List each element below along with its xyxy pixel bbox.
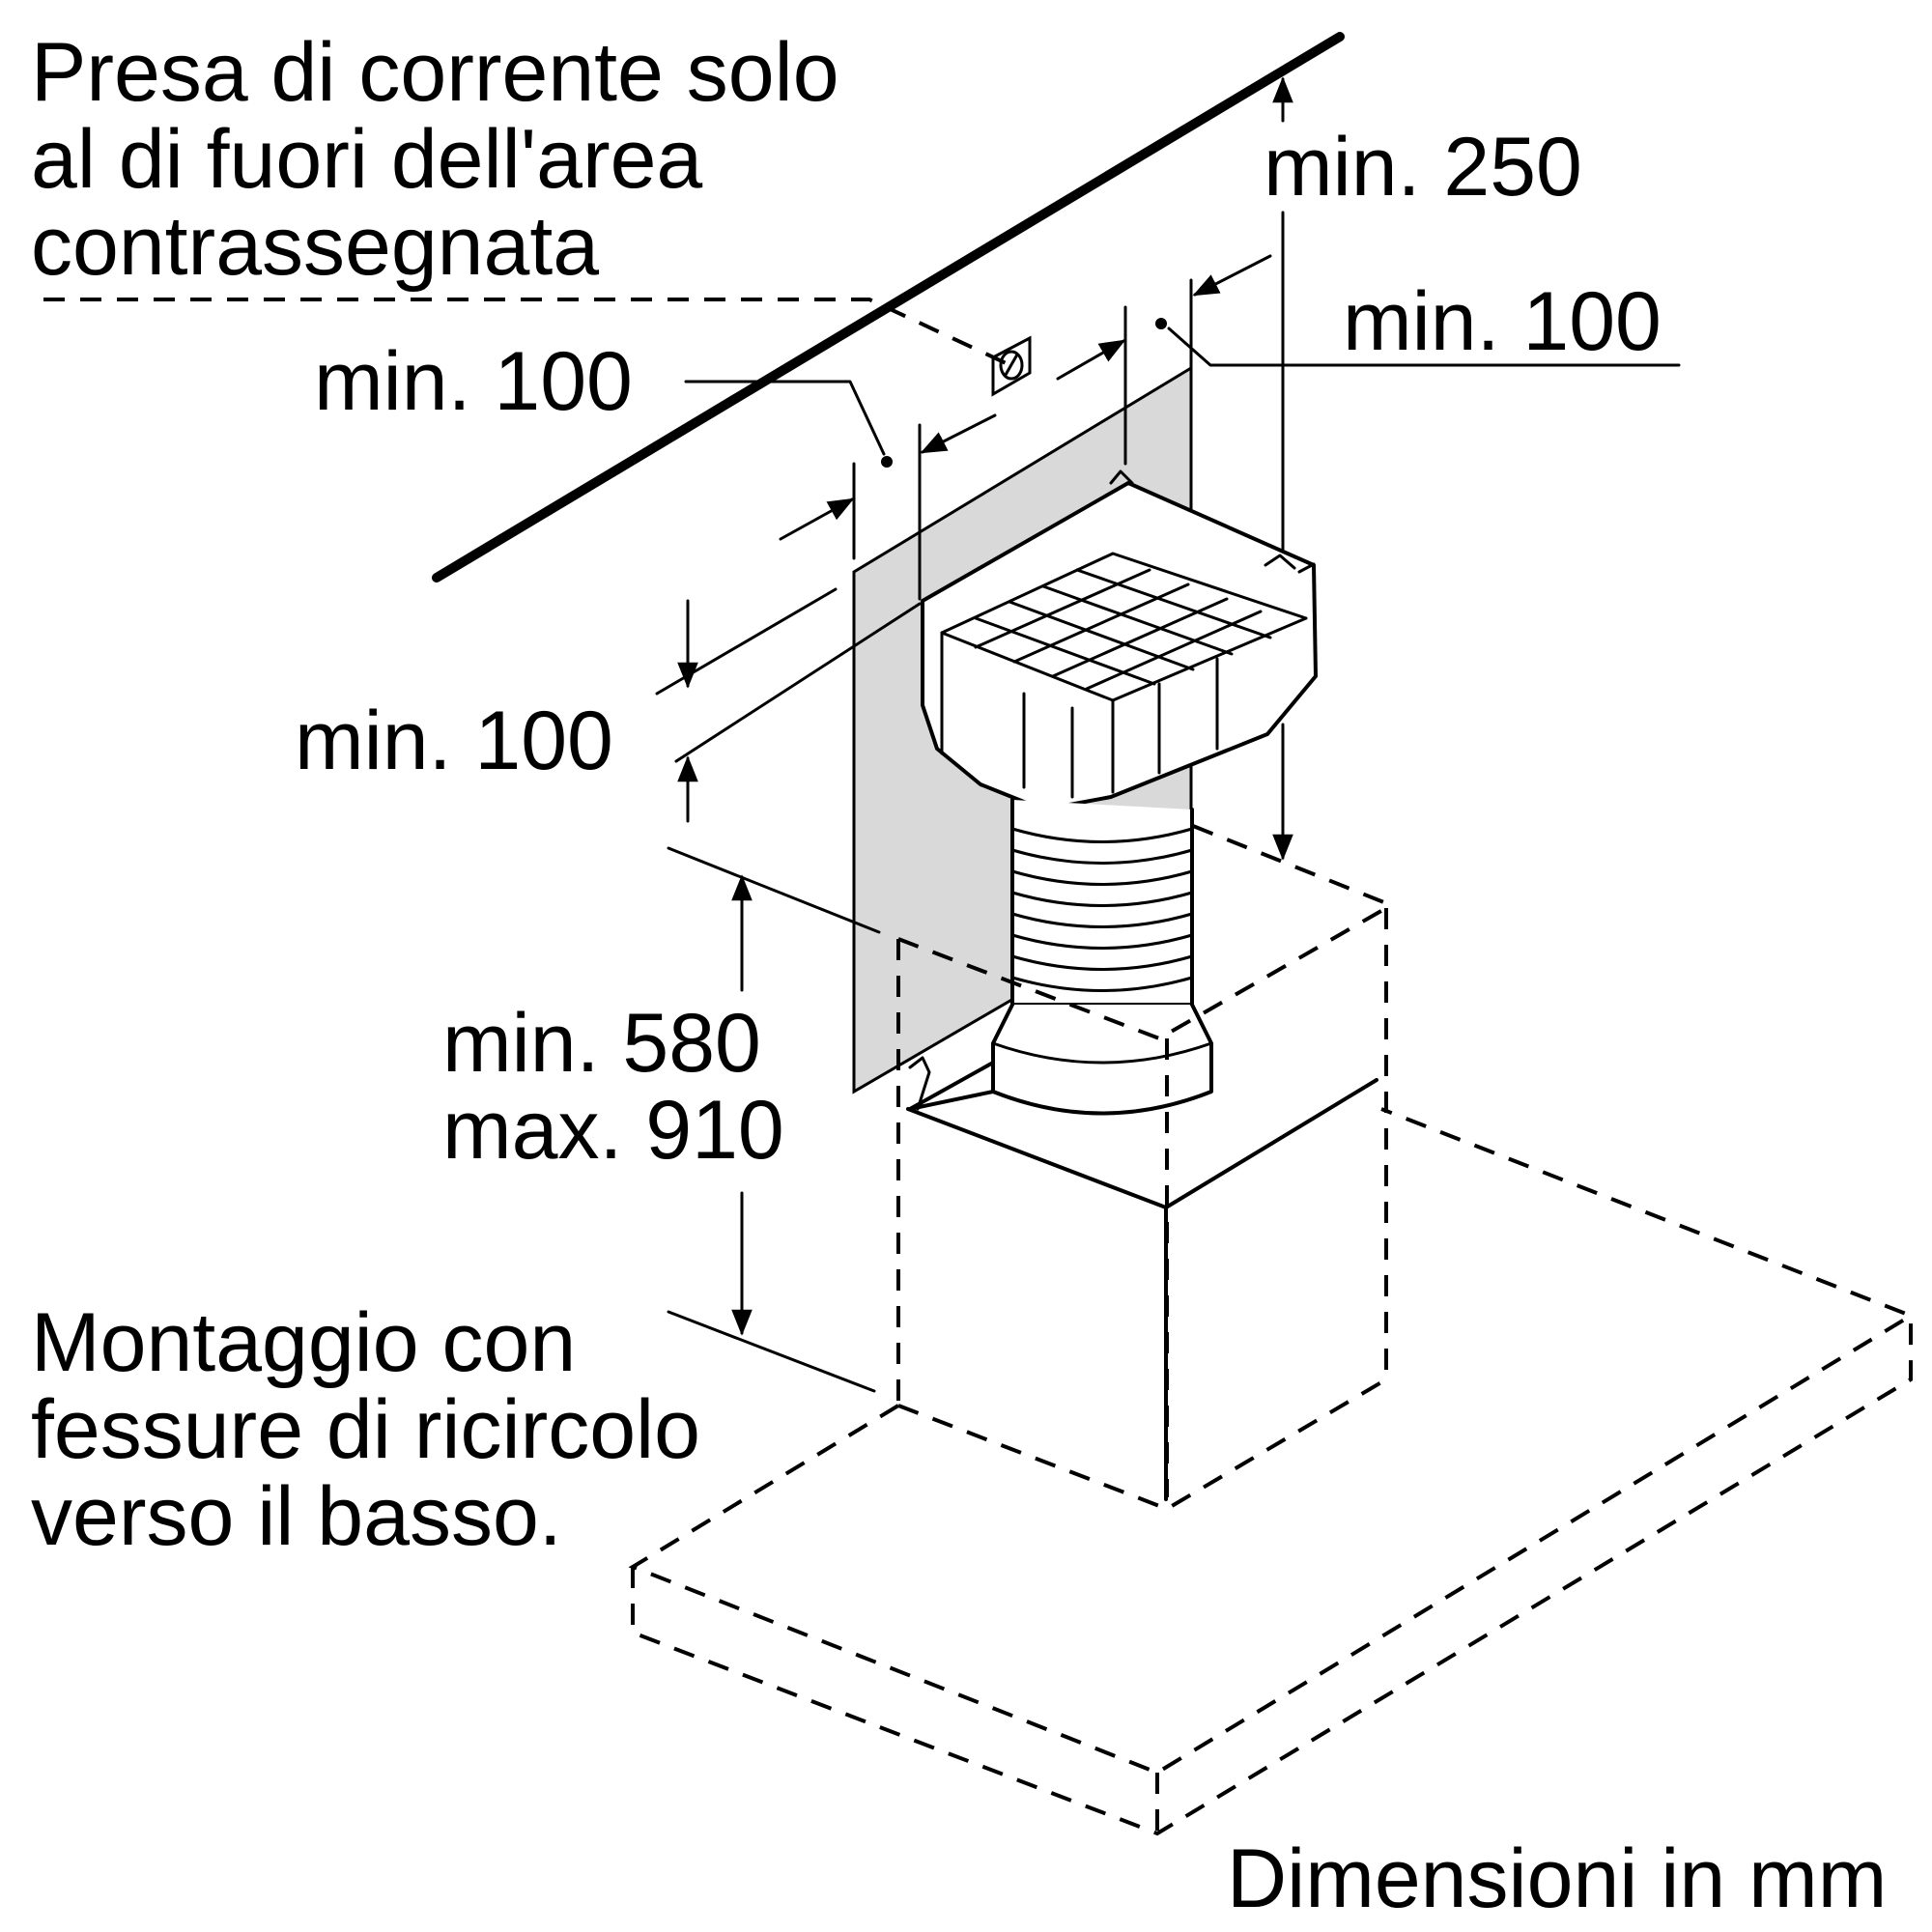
mounting-note-line3: verso il basso. [31, 1470, 562, 1563]
height-range-label: min. 580 max. 910 [442, 1000, 784, 1174]
power-outlet-note-line2: al di fuori dell'area [31, 113, 703, 206]
power-outlet-icon [991, 335, 1032, 397]
right-side-clearance-label: min. 100 [1343, 275, 1662, 368]
hood-canopy-dashed [628, 1107, 1916, 1836]
top-clearance-label: min. 250 [1264, 121, 1582, 213]
mounting-note: Montaggio con fessure di ricircolo verso… [31, 1299, 700, 1560]
mounting-note-line2: fessure di ricircolo [31, 1383, 700, 1476]
power-outlet-note-line3: contrassegnata [31, 200, 600, 293]
filter-unit [921, 469, 1318, 811]
units-note: Dimensioni in mm [1227, 1833, 1888, 1925]
outlet-callout-line [43, 298, 1015, 369]
left-side-clearance-label: min. 100 [314, 335, 633, 428]
height-min-label: min. 580 [442, 997, 761, 1090]
chimney-outline-dashed [896, 824, 1388, 1512]
flexible-duct [991, 798, 1213, 1116]
mounting-note-line1: Montaggio con [31, 1296, 577, 1389]
dimension-bottom-clearance [655, 587, 922, 823]
dimension-right-side [1056, 254, 1681, 466]
height-max-label: max. 910 [442, 1084, 784, 1177]
power-outlet-note-line1: Presa di corrente solo [31, 26, 839, 119]
dimension-left-side [684, 380, 997, 601]
power-outlet-note: Presa di corrente solo al di fuori dell'… [31, 29, 839, 290]
dimension-height [667, 846, 881, 1393]
bottom-clearance-label: min. 100 [295, 695, 613, 787]
chimney-box [906, 1056, 1378, 1501]
